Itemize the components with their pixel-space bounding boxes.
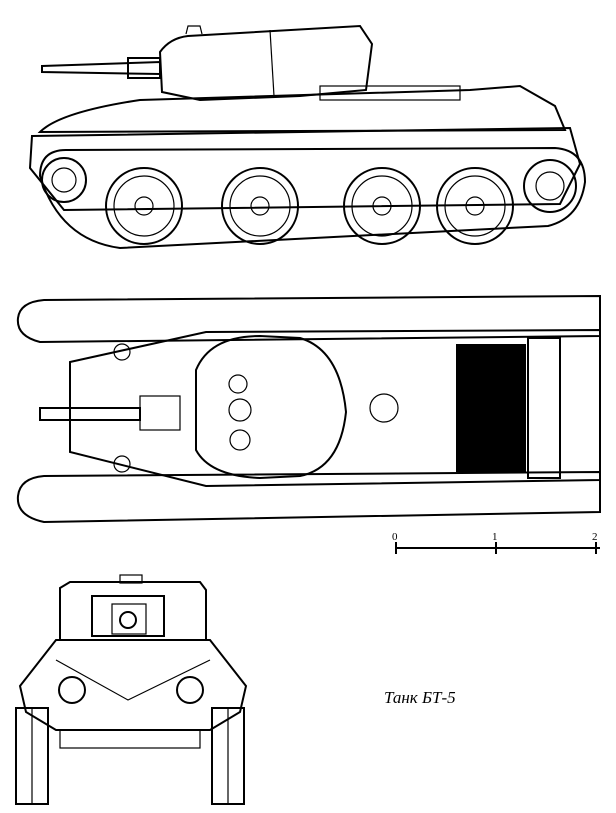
scale-label-1: 1 xyxy=(492,531,498,543)
side-road-wheels xyxy=(105,167,514,245)
side-idler-wheel xyxy=(41,157,87,203)
top-turret-vent xyxy=(228,398,252,422)
front-lower-hull xyxy=(59,729,201,749)
scale-label-2: 2 xyxy=(592,531,598,543)
front-mantlet xyxy=(91,595,165,637)
road-wheel-rim xyxy=(113,175,175,237)
front-turret-cupola xyxy=(119,574,143,584)
side-turret-hatch xyxy=(185,25,203,35)
side-idler-hub xyxy=(51,167,77,193)
road-wheel-hub xyxy=(465,196,485,216)
side-gun-barrel xyxy=(41,60,161,76)
road-wheel-rim xyxy=(444,175,506,237)
top-turret xyxy=(195,334,348,480)
top-headlight-right xyxy=(113,455,131,473)
side-hull-upper xyxy=(37,84,567,134)
front-gun-mount xyxy=(111,603,147,635)
front-glacis xyxy=(55,659,211,701)
front-headlight-left xyxy=(58,676,86,704)
road-wheel xyxy=(436,167,514,245)
road-wheel xyxy=(221,167,299,245)
top-hull xyxy=(69,328,601,488)
drawing-caption: Танк БТ-5 xyxy=(384,688,456,707)
road-wheel-hub xyxy=(372,196,392,216)
top-gun-barrel xyxy=(39,407,141,421)
front-headlight-right xyxy=(176,676,204,704)
side-turret-seam xyxy=(269,29,275,97)
top-gun-mantlet xyxy=(139,395,181,431)
scale-bar: 0 1 2 xyxy=(392,531,600,554)
top-rear-plate xyxy=(527,337,561,479)
top-view xyxy=(16,294,601,524)
front-view xyxy=(15,574,248,805)
road-wheel xyxy=(343,167,421,245)
top-left-fender xyxy=(16,294,601,344)
front-gun-muzzle xyxy=(119,611,137,629)
side-track xyxy=(38,146,587,250)
top-radiator-grille xyxy=(456,344,526,472)
side-hull-lower xyxy=(28,126,582,212)
side-engine-deck xyxy=(319,85,461,101)
scale-label-0: 0 xyxy=(392,531,398,543)
road-wheel-hub xyxy=(250,196,270,216)
front-hull xyxy=(18,639,248,731)
front-turret xyxy=(59,581,207,641)
road-wheel-rim xyxy=(229,175,291,237)
side-sprocket-hub xyxy=(535,171,565,201)
road-wheel-rim xyxy=(351,175,413,237)
top-turret-hatch xyxy=(229,429,251,451)
top-engine-hatch xyxy=(369,393,399,423)
top-turret-periscope xyxy=(228,374,248,394)
side-view xyxy=(28,24,587,250)
road-wheel-hub xyxy=(134,196,154,216)
top-headlight-left xyxy=(113,343,131,361)
side-drive-sprocket xyxy=(523,159,577,213)
road-wheel xyxy=(105,167,183,245)
side-turret xyxy=(158,24,374,102)
top-right-fender xyxy=(16,470,601,524)
side-gun-mantlet xyxy=(127,57,161,79)
